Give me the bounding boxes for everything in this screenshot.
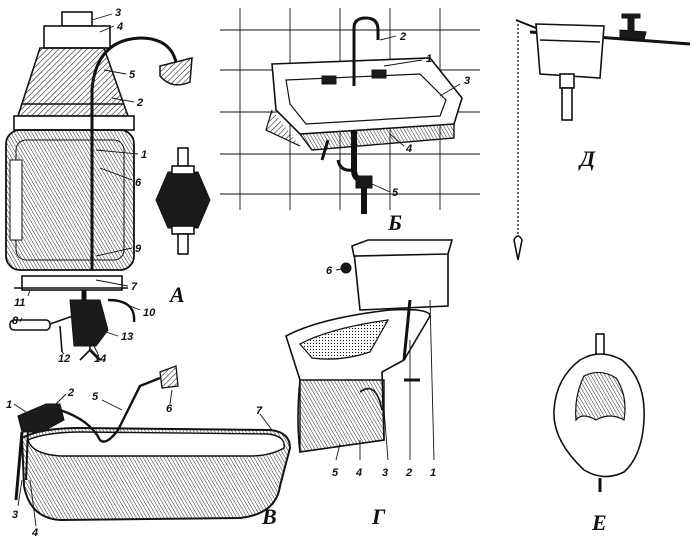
panel-letter-e: Е xyxy=(591,510,607,535)
heater-burner-and-pipes xyxy=(9,275,136,362)
callout-b-3: 3 xyxy=(464,75,470,87)
callout-a-3: 3 xyxy=(115,7,121,19)
panel-a-water-heater: 3 4 5 2 1 6 9 7 11 10 8 13 12 14 А xyxy=(5,7,211,365)
callout-v-3: 3 xyxy=(12,509,18,521)
panel-d-cistern: Д xyxy=(513,13,691,261)
callout-a-4: 4 xyxy=(116,21,123,33)
callout-g-5: 5 xyxy=(332,467,339,479)
callout-v-6: 6 xyxy=(166,403,173,415)
callout-lines-b xyxy=(371,35,461,193)
callout-g-6: 6 xyxy=(326,265,333,277)
water-heater-flue xyxy=(13,11,135,131)
panel-letter-g: Г xyxy=(371,504,386,529)
panel-v-bathtub: 1 2 5 6 7 3 4 В xyxy=(6,365,292,539)
valve-detail-inset xyxy=(155,147,211,255)
water-heater-tank xyxy=(5,129,135,271)
callout-lines-v xyxy=(13,389,273,527)
callout-a-7: 7 xyxy=(131,281,138,293)
panel-letter-b: Б xyxy=(387,210,402,235)
toilet-bowl xyxy=(285,299,431,453)
callout-a-10: 10 xyxy=(143,307,156,319)
callout-a-2: 2 xyxy=(136,97,143,109)
panel-letter-a: А xyxy=(168,282,185,307)
callout-b-4: 4 xyxy=(405,143,412,155)
callout-g-3: 3 xyxy=(382,467,388,479)
panel-g-toilet: 6 5 4 3 2 1 Г xyxy=(285,239,454,529)
basin-body xyxy=(265,57,463,151)
callout-a-1: 1 xyxy=(141,149,147,161)
callout-lines-g xyxy=(335,267,435,461)
callout-a-9: 9 xyxy=(135,243,142,255)
callout-b-1: 1 xyxy=(426,53,432,65)
callout-a-6: 6 xyxy=(135,177,142,189)
callout-a-5: 5 xyxy=(129,69,136,81)
callout-a-13: 13 xyxy=(121,331,133,343)
panel-letter-d: Д xyxy=(578,146,596,171)
callout-v-2: 2 xyxy=(67,387,74,399)
bathtub-body xyxy=(20,426,292,522)
panel-letter-v: В xyxy=(261,504,277,529)
callout-g-4: 4 xyxy=(355,467,362,479)
callout-a-8: 8 xyxy=(12,315,19,327)
callout-b-5: 5 xyxy=(392,187,399,199)
callout-lines-a xyxy=(19,13,141,355)
panel-e-urinal: Е xyxy=(553,333,645,535)
callout-v-5: 5 xyxy=(92,391,99,403)
callout-v-4: 4 xyxy=(31,527,38,539)
callout-a-11: 11 xyxy=(14,297,25,309)
callout-g-1: 1 xyxy=(430,467,436,479)
callout-b-2: 2 xyxy=(399,31,406,43)
toilet-cistern xyxy=(340,239,454,311)
callout-a-14: 14 xyxy=(94,353,106,365)
basin-drain-pipes xyxy=(320,130,373,214)
callout-v-7: 7 xyxy=(256,405,263,417)
bathtub-mixer-and-hose xyxy=(14,365,179,501)
shower-hose-and-head xyxy=(90,36,193,270)
callout-g-2: 2 xyxy=(405,467,412,479)
callout-a-12: 12 xyxy=(58,353,70,365)
callout-v-1: 1 xyxy=(6,399,12,411)
basin-faucet xyxy=(321,16,387,86)
panel-b-washbasin: 2 1 3 4 5 Б xyxy=(220,8,480,235)
